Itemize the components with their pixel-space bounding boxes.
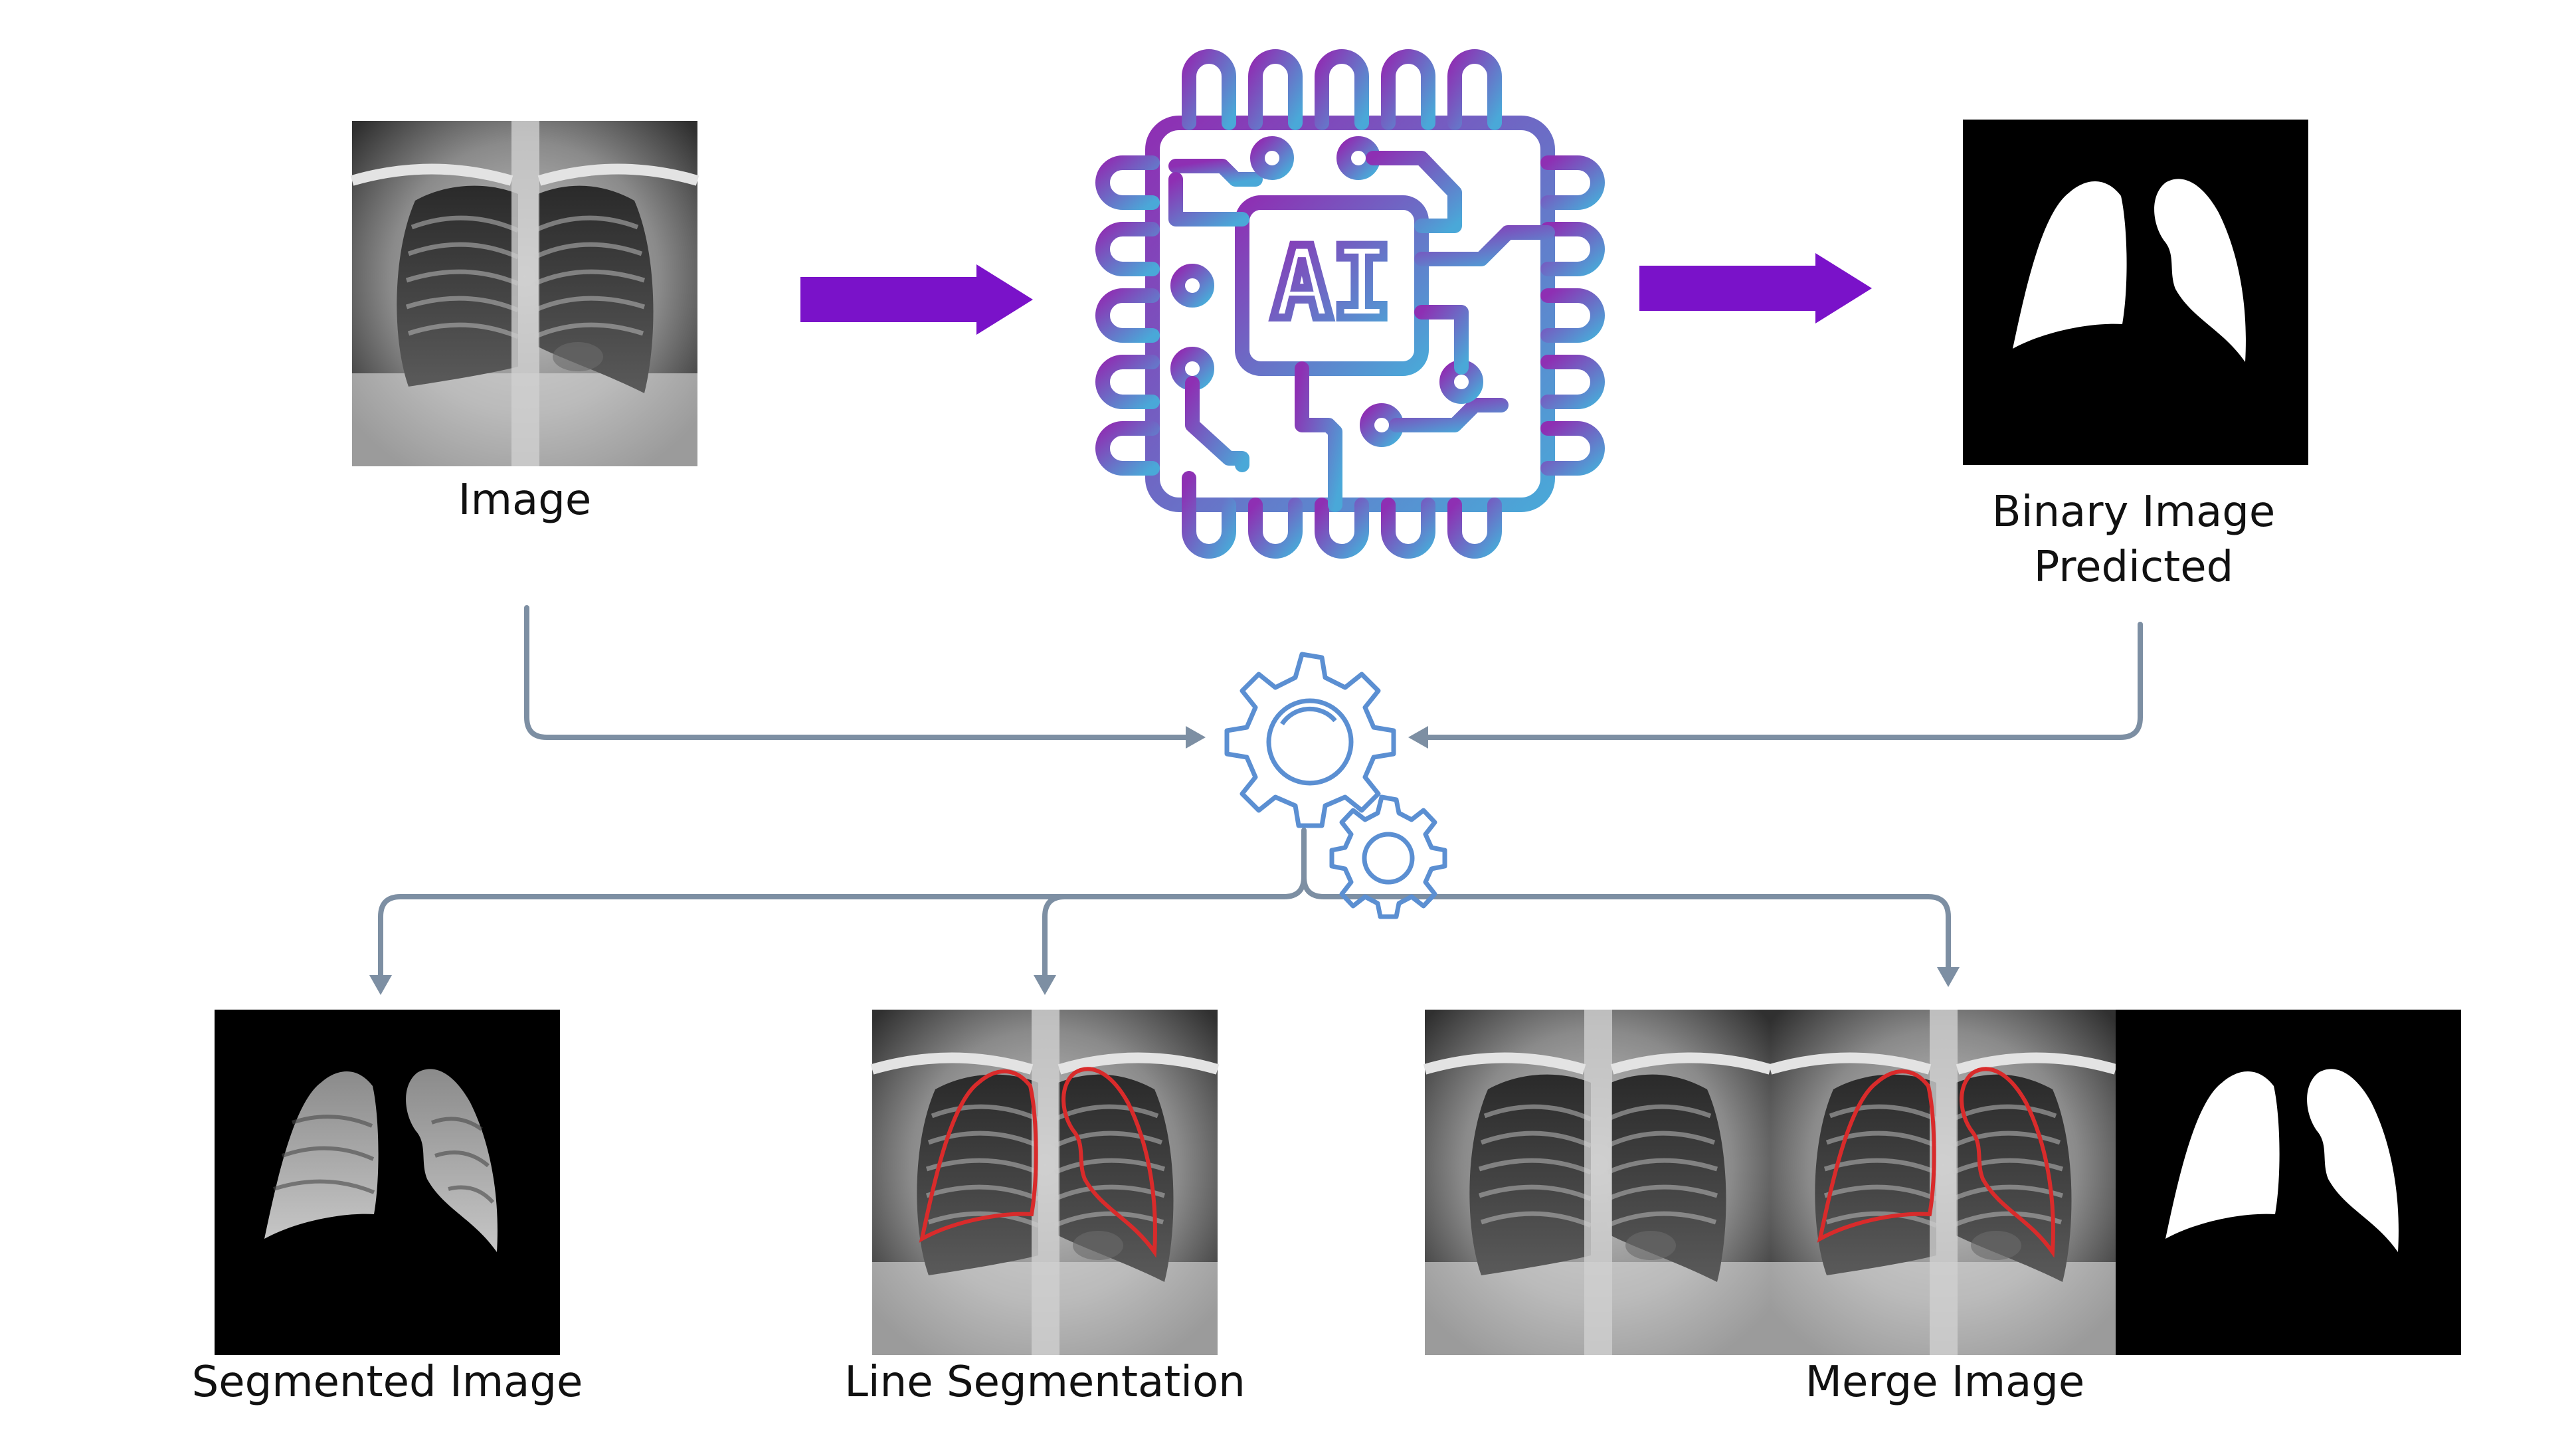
binary-mask-image [1963, 120, 2308, 465]
input-arrow [800, 264, 1033, 335]
merge-image-label: Merge Image [1805, 1358, 2085, 1407]
input-image-label: Image [458, 476, 592, 525]
input-xray-image [352, 121, 697, 466]
merge-image [1425, 1010, 2461, 1355]
gears-icon [1224, 652, 1447, 919]
binary-image-label-line2: Predicted [2033, 543, 2234, 592]
connector-lines [369, 605, 2143, 995]
binary-image-predicted-label: Binary Image Predicted [1992, 485, 2275, 595]
ai-chip-icon [1095, 49, 1605, 559]
binary-image-label-line1: Binary Image [1991, 488, 2276, 537]
chip-ai-text: AI [1272, 226, 1392, 341]
line-segmentation-label: Line Segmentation [844, 1358, 1245, 1407]
output-arrow [1639, 253, 1872, 323]
segmented-image [215, 1010, 560, 1355]
line-segmentation-image [872, 1010, 1218, 1355]
segmented-image-label: Segmented Image [191, 1358, 583, 1407]
